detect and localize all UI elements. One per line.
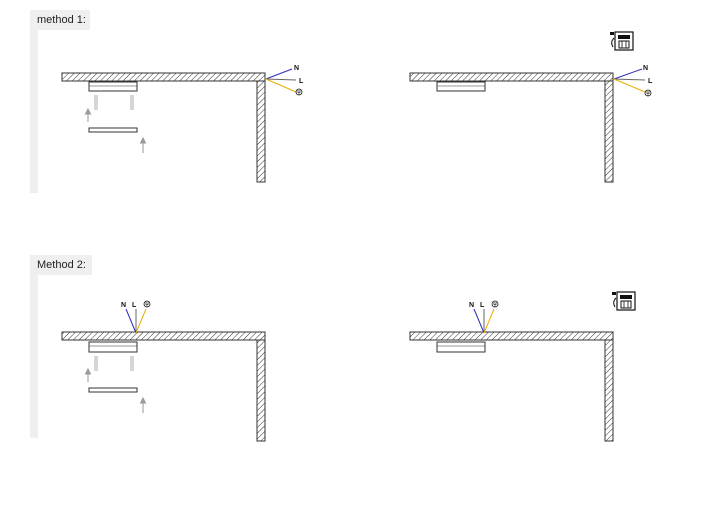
wire-label-neutral: N — [121, 302, 126, 309]
wire-label-live: L — [480, 302, 485, 309]
wires — [613, 68, 646, 93]
cover-plate — [88, 127, 138, 133]
glass-break-unit-icon — [610, 31, 634, 51]
method1-label: method 1: — [37, 14, 86, 26]
wires — [473, 308, 495, 334]
glass-break-unit-icon — [612, 291, 636, 311]
ceiling — [61, 331, 266, 341]
installed-unit — [436, 81, 486, 92]
wall — [604, 339, 614, 442]
wire-label-live: L — [648, 78, 653, 85]
mounting-base — [88, 341, 138, 353]
method1-label-band — [30, 10, 90, 30]
method2-band — [30, 255, 38, 438]
wire-label-neutral: N — [294, 65, 299, 72]
method1-installed-view: N L — [409, 31, 653, 183]
wire-label-live: L — [132, 302, 137, 309]
ceiling — [409, 72, 614, 82]
up-arrow — [139, 136, 147, 153]
up-arrow — [84, 107, 92, 122]
ceiling — [409, 331, 614, 341]
ground-symbol — [295, 88, 303, 96]
cover-plate — [88, 387, 138, 393]
wire-label-neutral: N — [643, 65, 648, 72]
method2-label-band — [30, 255, 92, 275]
up-arrow — [84, 367, 92, 382]
ground-symbol — [644, 89, 652, 97]
wires — [125, 308, 147, 334]
method2-installed-view: N L — [409, 291, 636, 442]
method2-exploded-view: N L — [61, 300, 266, 442]
method2-label: Method 2: — [37, 259, 86, 271]
mounting-base — [88, 81, 138, 92]
screw-arrows — [94, 95, 134, 110]
ground-symbol — [143, 300, 151, 308]
wall — [604, 80, 614, 183]
wire-label-live: L — [299, 78, 304, 85]
method1-band — [30, 10, 38, 193]
method1-exploded-view: N L — [61, 65, 304, 183]
up-arrow — [139, 396, 147, 413]
wall — [256, 339, 266, 442]
screw-arrows — [94, 356, 134, 371]
installed-unit — [436, 341, 486, 353]
ground-symbol — [491, 300, 499, 308]
wire-label-neutral: N — [469, 302, 474, 309]
wires — [265, 68, 297, 93]
wall — [256, 80, 266, 183]
ceiling — [61, 72, 266, 82]
